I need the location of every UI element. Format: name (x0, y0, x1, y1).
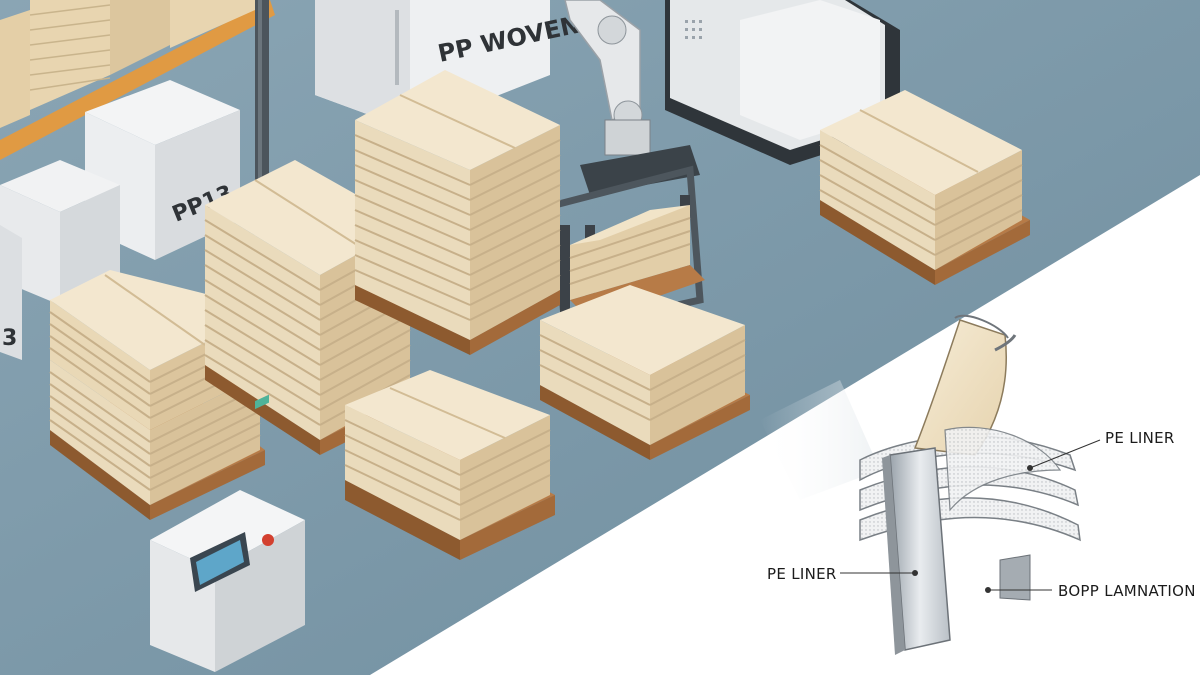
machine-box-edge: 3 (0, 225, 22, 360)
pallet-stack-front-center (344, 370, 555, 560)
callout-bopp-lamination: BOPP LAMNATION (1058, 582, 1196, 600)
rack-bag-stack (0, 0, 255, 128)
light-beam (760, 380, 880, 500)
pallet-stack-far-right (819, 90, 1030, 285)
edge-label: 3 (2, 326, 17, 351)
pallet-stack-back-center (354, 70, 561, 355)
callout-pe-liner-right: PE LINER (1105, 429, 1175, 447)
callout-pe-liner-left: PE LINER (767, 565, 837, 583)
control-panel (150, 394, 305, 672)
laminate-diagram (840, 314, 1101, 655)
pallet-stack-right-center (539, 285, 750, 460)
storage-rack (0, 0, 275, 180)
